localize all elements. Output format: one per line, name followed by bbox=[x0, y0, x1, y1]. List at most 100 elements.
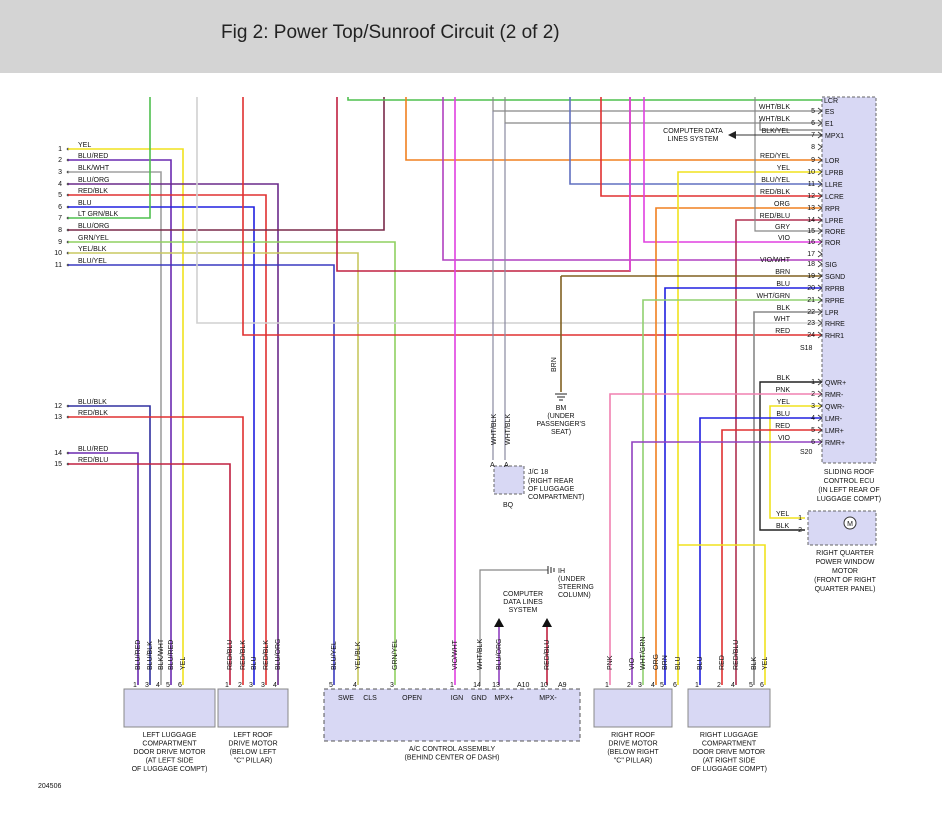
left-pin-number: 8 bbox=[58, 227, 62, 234]
component-wire-label: BLU/ORG bbox=[496, 638, 503, 670]
right-luggage-caption: OF LUGGAGE COMPT) bbox=[691, 766, 767, 773]
wire bbox=[68, 159, 172, 685]
left-luggage-caption: LEFT LUGGAGE bbox=[143, 732, 197, 739]
wire bbox=[68, 252, 359, 685]
wire bbox=[655, 207, 822, 685]
left-pin-number: 15 bbox=[54, 461, 62, 468]
ecu-term: MPX1 bbox=[825, 133, 844, 140]
ac-term: GND bbox=[471, 695, 487, 702]
ecu-wire-label: WHT/BLK bbox=[759, 116, 790, 123]
component-wire-label: RED bbox=[719, 655, 726, 670]
wire bbox=[68, 206, 255, 685]
ecu-pin-mark bbox=[817, 168, 823, 176]
right-roof-caption: RIGHT ROOF bbox=[611, 732, 655, 739]
motor-letter: M bbox=[847, 521, 853, 528]
wire bbox=[347, 97, 822, 101]
left-wire-label: RED/BLK bbox=[78, 188, 108, 195]
wire bbox=[753, 311, 822, 685]
component-pin: 5 bbox=[749, 682, 753, 689]
left-wire-label: BLK/WHT bbox=[78, 165, 110, 172]
component-pin: 6 bbox=[760, 682, 764, 689]
ecu-pin-mark bbox=[817, 378, 823, 386]
component-pin: 5 bbox=[660, 682, 664, 689]
component-pin: 14 bbox=[473, 682, 481, 689]
ecu-term: LPRE bbox=[825, 218, 844, 225]
ground-name: BM bbox=[556, 405, 567, 412]
wire bbox=[609, 393, 822, 685]
jc-pin: A bbox=[504, 462, 509, 469]
ecu-wire-label: RED/BLK bbox=[760, 189, 790, 196]
left-pin-number: 6 bbox=[58, 204, 62, 211]
arrow-up bbox=[494, 618, 504, 627]
ground-caption: SEAT) bbox=[551, 429, 571, 436]
ecu-pin-number: 7 bbox=[811, 132, 815, 139]
ecu-pin-number: 20 bbox=[807, 285, 815, 292]
left-luggage-caption: (AT LEFT SIDE bbox=[146, 758, 194, 765]
component-pin: 2 bbox=[717, 682, 721, 689]
ground-caption: COLUMN) bbox=[558, 592, 591, 599]
ecu-wire-label: WHT/GRN bbox=[757, 293, 790, 300]
ecu-wire-label: RED/YEL bbox=[760, 153, 790, 160]
component-wire-label: BRN bbox=[662, 655, 669, 670]
ecu-wire-label: BLU/YEL bbox=[761, 177, 790, 184]
component-wire-label: RED/BLU bbox=[544, 640, 551, 670]
component-pin: 2 bbox=[238, 682, 242, 689]
s18-label: S18 bbox=[800, 345, 813, 352]
left-wire-label: BLU/RED bbox=[78, 153, 108, 160]
ecu-pin-number: 24 bbox=[807, 332, 815, 339]
left-pin-number: 4 bbox=[58, 181, 62, 188]
ecu-pin-mark bbox=[817, 426, 823, 434]
jc18-box bbox=[493, 465, 525, 495]
ecu-pin-number: 6 bbox=[811, 120, 815, 127]
wiring-diagram: 1YEL2BLU/RED3BLK/WHT4BLU/ORG5RED/BLK6BLU… bbox=[38, 96, 881, 790]
wire bbox=[678, 544, 766, 685]
ac-control-caption: (BEHIND CENTER OF DASH) bbox=[405, 755, 500, 762]
left-roof-box bbox=[217, 688, 289, 728]
left-pin-number: 3 bbox=[58, 169, 62, 176]
left-pin-number: 12 bbox=[54, 403, 62, 410]
left-wire-label: BLU/BLK bbox=[78, 399, 107, 406]
ecu-term: ES bbox=[825, 109, 835, 116]
arrow-up bbox=[542, 618, 552, 627]
left-pin-number: 5 bbox=[58, 192, 62, 199]
ecu-pin-number: 4 bbox=[811, 415, 815, 422]
wire bbox=[721, 429, 822, 685]
ecu-wire-label: YEL bbox=[777, 399, 790, 406]
ecu-term: QWR+ bbox=[825, 380, 846, 387]
ecu-wire-label: WHT bbox=[774, 316, 791, 323]
ecu-term: RPR bbox=[825, 206, 840, 213]
qw-wire: BLK bbox=[776, 523, 790, 530]
component-wire-label: WHT/BLK bbox=[477, 639, 484, 670]
component-pin: 5 bbox=[329, 682, 333, 689]
ecu-term: LCRE bbox=[825, 194, 844, 201]
component-wire-label: YEL bbox=[762, 657, 769, 670]
wire bbox=[664, 287, 822, 685]
component-pin: 4 bbox=[651, 682, 655, 689]
qw-caption: RIGHT QUARTER bbox=[816, 550, 874, 557]
ground-symbol bbox=[555, 393, 567, 401]
left-wire-label: BLU/ORG bbox=[78, 177, 110, 184]
ecu-term: QWR- bbox=[825, 404, 845, 411]
ground-symbol bbox=[547, 566, 555, 574]
ecu-wire-label: PNK bbox=[776, 387, 791, 394]
component-wire-label: BLK/WHT bbox=[158, 638, 165, 670]
left-luggage-caption: OF LUGGAGE COMPT) bbox=[132, 766, 208, 773]
ecu-term: SGND bbox=[825, 274, 845, 281]
ecu-term: LPRB bbox=[825, 170, 844, 177]
component-pin: 2 bbox=[627, 682, 631, 689]
ecu-caption: SLIDING ROOF bbox=[824, 469, 874, 476]
computer-data-caption: SYSTEM bbox=[509, 607, 538, 614]
ecu-pin-number: 17 bbox=[807, 251, 815, 258]
computer-data-caption: COMPUTER bbox=[503, 591, 543, 598]
component-wire-label: BLU/RED bbox=[135, 640, 142, 670]
motor-symbol bbox=[843, 516, 857, 530]
qw-pin: 2 bbox=[798, 527, 802, 534]
ecu-pin-mark bbox=[817, 296, 823, 304]
component-wire-label: RED/BLK bbox=[263, 640, 270, 670]
wire bbox=[68, 405, 151, 685]
component-pin: 5 bbox=[166, 682, 170, 689]
ecu-wire-label: BRN bbox=[775, 269, 790, 276]
qw-pin: 1 bbox=[798, 515, 802, 522]
ecu-term: LOR bbox=[825, 158, 839, 165]
ecu-pin-mark bbox=[817, 402, 823, 410]
